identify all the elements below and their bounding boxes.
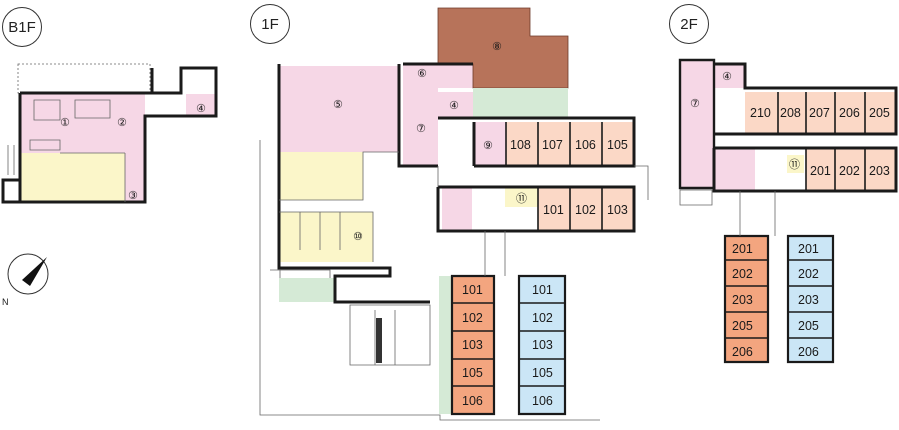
1f-label-10: ⑩: [353, 230, 363, 243]
2f-room-210: 210: [750, 106, 771, 120]
2f-room-206: 206: [839, 106, 860, 120]
2f-annex-blue-203: 203: [798, 293, 819, 307]
1f-annex-orange-103: 103: [462, 338, 483, 352]
2f-label-4: ④: [722, 70, 732, 83]
2f-room-11: [787, 155, 804, 173]
1f-room-7: [403, 88, 438, 166]
2f-plan: ⑦ ④ ⑪ 210 208 207 206 205 201 202 203 20…: [678, 58, 898, 364]
1f-room-106: 106: [575, 138, 596, 152]
2f-annex-orange-206: 206: [732, 345, 753, 359]
1f-label-8: ⑧: [492, 40, 502, 53]
1f-annex-orange-106: 106: [462, 394, 483, 408]
1f-annex-blue-105: 105: [532, 366, 553, 380]
2f-room-201: 201: [810, 164, 831, 178]
floor-badge-2f: 2F: [669, 4, 709, 44]
1f-annex-blue-102: 102: [532, 311, 553, 325]
2f-room-205: 205: [869, 106, 890, 120]
1f-room-107: 107: [542, 138, 563, 152]
b1f-room-3: [125, 153, 145, 202]
2f-main-top-wing: [745, 92, 896, 134]
1f-label-11: ⑪: [516, 192, 527, 205]
b1f-label-1: ①: [60, 116, 70, 129]
2f-annex-orange-wing: [725, 236, 768, 362]
1f-room-9: [474, 122, 506, 166]
1f-annex-blue-106: 106: [532, 394, 553, 408]
2f-annex-blue-202: 202: [798, 267, 819, 281]
1f-label-9: ⑨: [483, 139, 493, 152]
2f-annex-blue-205: 205: [798, 319, 819, 333]
2f-annex-blue-201: 201: [798, 242, 819, 256]
2f-annex-blue-206: 206: [798, 345, 819, 359]
1f-room-4: [438, 92, 474, 118]
2f-room-203: 203: [869, 164, 890, 178]
1f-room-105: 105: [607, 138, 628, 152]
b1f-label-4: ④: [196, 102, 206, 115]
1f-annex-blue-wing: [519, 276, 565, 414]
1f-room-101: 101: [543, 203, 564, 217]
2f-room-202: 202: [839, 164, 860, 178]
2f-label-11: ⑪: [789, 158, 800, 171]
2f-room-4: [715, 64, 745, 88]
2f-label-7: ⑦: [690, 97, 700, 110]
1f-annex-orange-101: 101: [462, 283, 483, 297]
1f-annex-orange-105: 105: [462, 366, 483, 380]
2f-room-207: 207: [809, 106, 830, 120]
1f-label-7: ⑦: [416, 122, 426, 135]
2f-annex-orange-202: 202: [732, 267, 753, 281]
b1f-yellow-area: [20, 153, 125, 202]
1f-annex-blue-101: 101: [532, 283, 553, 297]
compass-north-label: N: [2, 297, 9, 307]
b1f-room-4: [186, 94, 216, 116]
1f-room-11: [505, 187, 538, 207]
b1f-label-2: ②: [117, 116, 127, 129]
1f-label-4: ④: [449, 99, 459, 112]
1f-label-6: ⑥: [417, 67, 427, 80]
floor-badge-1f: 1F: [250, 4, 290, 44]
2f-annex-orange-203: 203: [732, 293, 753, 307]
1f-room-5: [279, 66, 399, 152]
1f-deck-8: [438, 8, 568, 88]
1f-room-6: [403, 64, 473, 88]
1f-room-103: 103: [607, 203, 628, 217]
2f-annex-blue-wing: [788, 236, 833, 362]
b1f-plan: ① ② ③ ④: [1, 63, 218, 204]
1f-room-102: 102: [575, 203, 596, 217]
1f-main-bottom-wing: [538, 187, 634, 231]
2f-annex-orange-201: 201: [732, 242, 753, 256]
1f-annex-blue-103: 103: [532, 338, 553, 352]
compass: N: [2, 253, 49, 307]
1f-room-108: 108: [510, 138, 531, 152]
1f-room-10: [279, 212, 373, 262]
1f-label-5: ⑤: [333, 98, 343, 111]
2f-room-208: 208: [780, 106, 801, 120]
1f-annex-orange-102: 102: [462, 311, 483, 325]
1f-annex-orange-wing: [452, 276, 494, 414]
2f-main-bottom-wing: [806, 149, 896, 191]
2f-annex-orange-205: 205: [732, 319, 753, 333]
2f-room-7: [680, 60, 714, 188]
floor-badge-b1f: B1F: [2, 7, 42, 47]
b1f-label-3: ③: [128, 189, 138, 202]
1f-plan: ⑤ ⑥ ⑦ ④ ⑧ ⑨ ⑩ ⑪ 108 107 106 105 101 102 …: [259, 7, 649, 421]
